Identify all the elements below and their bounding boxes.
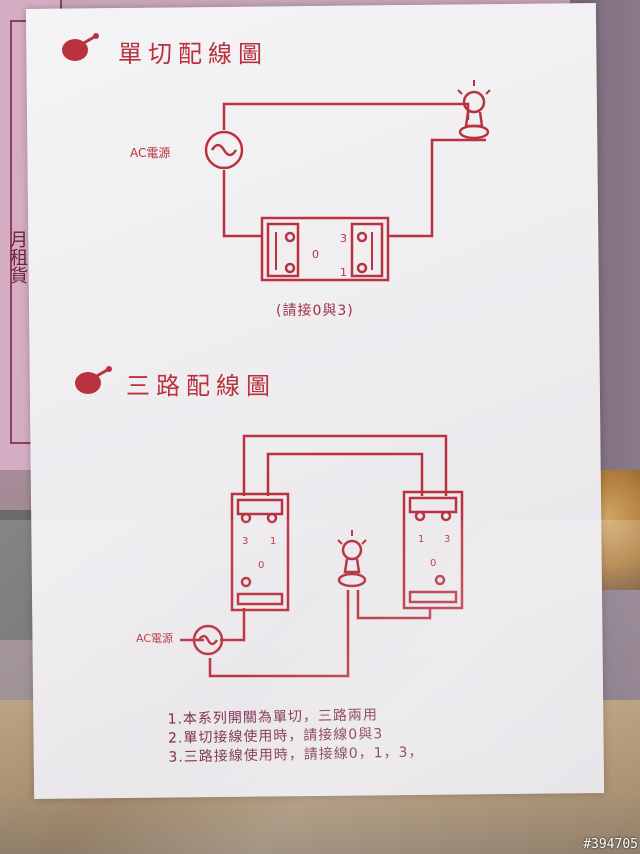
section1-bullet-icon: [62, 33, 99, 61]
switch1-label-3: 3: [340, 232, 347, 245]
watermark-text: #394705: [583, 837, 638, 852]
card-side-text: 月租貨: [7, 230, 28, 284]
ac-label-1: AC電源: [130, 146, 170, 160]
section2-bullet-icon: [75, 366, 112, 394]
ac-source-symbol-2: [192, 624, 224, 656]
left-switch-label-3: 3: [242, 536, 248, 547]
switch1-label-1: 1: [340, 266, 347, 279]
connect-note: (請接0與3): [276, 303, 354, 319]
right-switch-label-3: 3: [444, 534, 450, 545]
switch1-label-0: 0: [312, 248, 319, 261]
ac-source-symbol: [204, 130, 244, 170]
lamp-icon-1: [457, 80, 491, 140]
instruction-notes: 1.本系列開關為單切，三路兩用 2.單切接線使用時，請接線0與3 3.三路接線使…: [167, 705, 423, 767]
right-switch-label-0: 0: [430, 558, 436, 569]
left-switch-label-1: 1: [270, 536, 276, 547]
single-switch-title: 單切配線圖: [118, 40, 268, 68]
right-switch-label-1: 1: [418, 534, 424, 545]
three-way-switch-left: 3 1 0: [230, 492, 290, 612]
three-way-wiring: [180, 434, 448, 678]
three-way-switch-right: 1 3 0: [402, 490, 464, 610]
three-way-title: 三路配線圖: [126, 372, 276, 400]
single-switch-wiring: [204, 102, 486, 238]
ac-label-2: AC電源: [136, 631, 173, 645]
left-switch-label-0: 0: [258, 560, 264, 571]
lamp-icon-2: [337, 530, 367, 588]
single-switch-body: 0 3 1: [260, 216, 390, 282]
